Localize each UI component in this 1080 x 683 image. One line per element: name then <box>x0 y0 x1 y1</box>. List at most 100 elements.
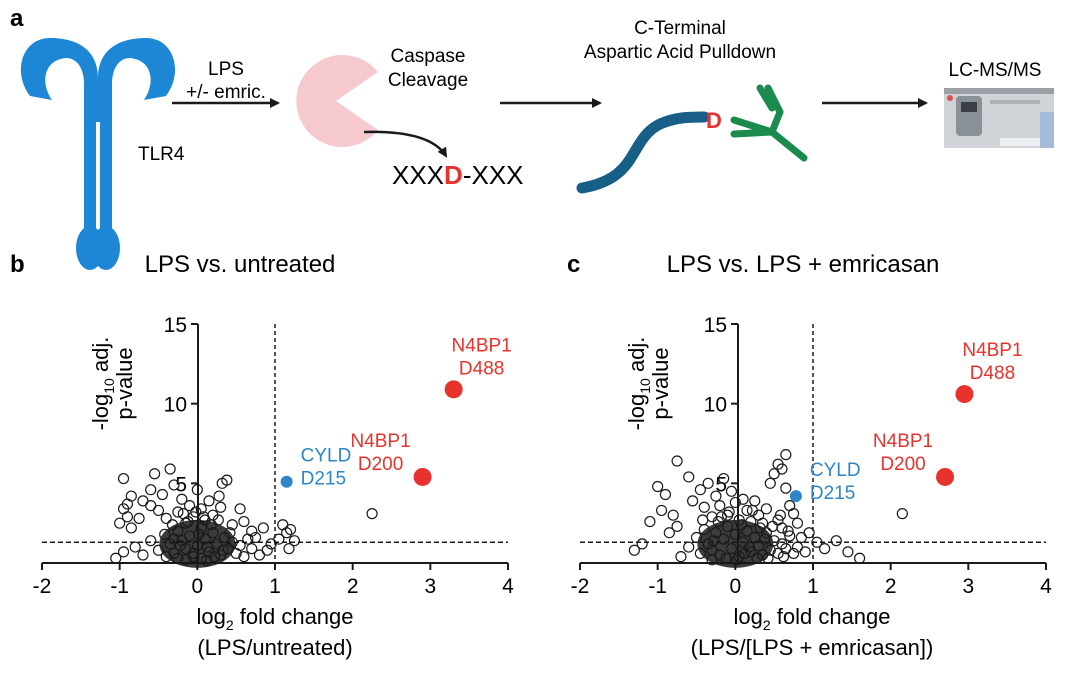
data-point <box>191 484 203 496</box>
data-point <box>714 500 726 512</box>
data-point <box>663 527 675 539</box>
data-point <box>133 512 145 524</box>
data-point <box>234 503 246 515</box>
data-point <box>201 541 214 553</box>
data-point <box>721 520 734 532</box>
data-point <box>117 546 130 558</box>
data-point <box>159 528 171 540</box>
data-point <box>145 535 157 547</box>
data-point <box>694 484 706 496</box>
data-point <box>215 501 227 513</box>
highlight-label-line2: D215 <box>301 469 346 490</box>
highlight-label-line2: D200 <box>880 454 925 475</box>
panel-letter-a: a <box>10 5 24 32</box>
data-point <box>234 539 246 552</box>
data-point <box>698 501 710 513</box>
data-point <box>117 472 130 485</box>
treatment-label-line2: +/- emric. <box>186 82 266 103</box>
highlight-label-line2: D215 <box>810 483 855 504</box>
highlight-label-line1: N4BP1 <box>873 431 933 452</box>
data-point <box>168 479 180 491</box>
data-point <box>729 496 741 509</box>
pulldown-label-line2: Aspartic Acid Pulldown <box>584 42 776 63</box>
data-point <box>129 541 141 553</box>
data-point <box>226 519 238 531</box>
data-point <box>720 552 732 564</box>
data-point <box>791 517 804 529</box>
chart-title: LPS vs. LPS + emricasan <box>667 251 940 278</box>
data-point <box>164 463 176 475</box>
x-tick-label: -2 <box>33 575 52 598</box>
x-tick-label: 0 <box>729 575 741 598</box>
data-point <box>208 551 221 563</box>
data-point <box>746 504 759 517</box>
data-point <box>284 523 297 536</box>
chart-title: LPS vs. untreated <box>145 251 336 278</box>
data-point <box>803 527 815 539</box>
data-point <box>195 522 207 534</box>
x-tick-label: 2 <box>347 575 359 598</box>
data-point <box>671 455 683 467</box>
caspase-label-line2: Cleavage <box>388 70 468 91</box>
data-point <box>706 554 718 566</box>
data-point <box>811 536 823 548</box>
data-point <box>172 552 184 564</box>
data-point <box>767 520 779 532</box>
highlighted-point <box>280 475 293 488</box>
data-point <box>782 525 794 537</box>
peptide-strand-icon <box>576 111 710 194</box>
data-point <box>715 511 727 523</box>
data-point <box>652 480 664 493</box>
x-tick-label: 1 <box>269 575 281 598</box>
panel-letter-b: b <box>10 251 25 278</box>
data-point <box>842 546 854 558</box>
data-point <box>180 554 192 566</box>
data-point <box>177 508 189 520</box>
y-tick-label: 5 <box>715 473 727 496</box>
data-point <box>121 511 134 523</box>
highlight-label-line1: N4BP1 <box>350 431 410 452</box>
antibody-icon <box>730 84 808 162</box>
data-point <box>644 515 656 528</box>
data-point <box>174 539 186 552</box>
x-axis-title-line1: log2 fold change <box>733 604 890 633</box>
x-tick-label: 2 <box>885 575 897 598</box>
data-point <box>671 520 683 532</box>
instrument-label: LC-MS/MS <box>949 60 1042 81</box>
data-point <box>257 522 269 534</box>
x-tick-label: 3 <box>424 575 436 598</box>
y-axis-title-line1: -log10 adj. <box>624 337 653 431</box>
data-point <box>190 506 202 518</box>
highlight-label-line2: D200 <box>358 454 403 475</box>
highlighted-point <box>936 467 955 486</box>
highlighted-point <box>413 467 432 486</box>
data-point <box>853 552 866 564</box>
data-point <box>745 546 757 558</box>
data-point <box>718 472 730 485</box>
data-point <box>172 506 184 518</box>
data-point <box>187 551 200 563</box>
panel-letter-c: c <box>567 251 580 278</box>
y-tick-label: 5 <box>175 473 187 496</box>
data-point <box>168 533 180 545</box>
data-point <box>725 485 738 497</box>
data-point <box>690 531 703 544</box>
data-point <box>737 493 749 505</box>
data-point <box>762 552 774 564</box>
data-point <box>749 495 761 507</box>
data-point <box>238 515 250 528</box>
data-point <box>751 552 763 564</box>
receptor-label: TLR4 <box>138 144 185 165</box>
data-point <box>729 528 741 540</box>
data-point <box>702 538 714 550</box>
y-tick-label: 10 <box>704 394 727 417</box>
data-point <box>702 477 714 489</box>
x-axis-title-line2: (LPS/untreated) <box>197 635 352 660</box>
data-point <box>152 504 165 517</box>
data-point <box>784 530 796 542</box>
data-point <box>253 549 266 561</box>
x-axis-title-line1: log2 fold change <box>196 604 353 633</box>
caspase-label-line1: Caspase <box>391 46 466 67</box>
